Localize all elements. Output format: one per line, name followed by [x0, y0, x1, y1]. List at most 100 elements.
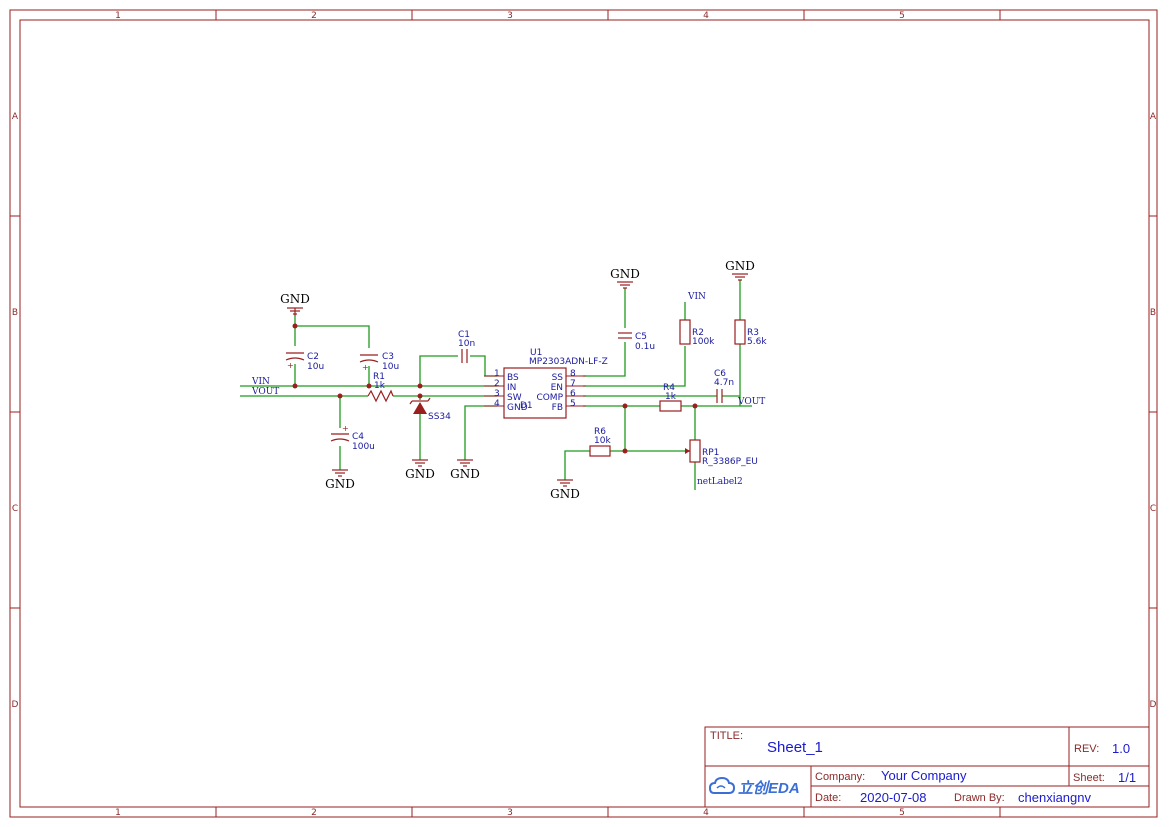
capacitor-c4: +: [330, 424, 350, 442]
gnd-symbol-u1: [457, 459, 473, 467]
diode-d1: [409, 397, 431, 414]
svg-text:+: +: [287, 361, 294, 370]
c6-value: 4.7n: [714, 378, 734, 388]
sheet-title: Sheet_1: [767, 739, 823, 756]
gnd-label-r6: GND: [550, 487, 580, 501]
resistor-r4: [659, 400, 682, 412]
rp1-ref: RP1: [702, 448, 719, 458]
zone-col-2-top: 2: [311, 11, 317, 21]
u1-pin4-num: 4: [494, 399, 500, 409]
outer-border: [9, 9, 1158, 818]
sheet-value: 1/1: [1118, 770, 1136, 785]
r4-value: 1k: [665, 392, 677, 402]
gnd-label-c4: GND: [325, 477, 355, 491]
ic-u1: [484, 367, 586, 419]
drawn-by-key: Drawn By:: [954, 792, 1005, 804]
r1-value: 1k: [374, 381, 386, 391]
zone-row-b-right: B: [1150, 308, 1156, 318]
zone-row-c-right: C: [1150, 504, 1156, 514]
net-label-vout-right: VOUT: [737, 397, 765, 407]
u1-pin4-name: GND: [507, 403, 528, 413]
title-block: [704, 726, 1150, 808]
title-key: TITLE:: [710, 730, 743, 742]
svg-text:+: +: [342, 424, 349, 433]
zone-row-a-left: A: [12, 112, 19, 122]
capacitor-c1: [461, 349, 468, 363]
company-value: Your Company: [881, 768, 967, 783]
net-label-vin-r2: VIN: [687, 292, 706, 302]
zone-col-2-bottom: 2: [311, 808, 317, 818]
u1-pin5-name: FB: [552, 403, 563, 413]
junctions: [292, 323, 698, 454]
r3-ref: R3: [747, 328, 759, 338]
zone-col-5-top: 5: [899, 11, 905, 21]
date-key: Date:: [815, 792, 841, 804]
gnd-symbol-c5: [617, 281, 633, 289]
gnd-symbol-c4: [332, 469, 348, 477]
c5-value: 0.1u: [635, 342, 655, 352]
gnd-label-c5: GND: [610, 267, 640, 281]
u1-value: MP2303ADN-LF-Z: [529, 357, 608, 367]
sheet-key: Sheet:: [1073, 772, 1105, 784]
c3-ref: C3: [382, 352, 394, 362]
gnd-label-u1: GND: [450, 467, 480, 481]
u1-pin6-num: 6: [570, 389, 576, 399]
gnd-label-c2: GND: [280, 292, 310, 306]
gnd-symbol-r3: [732, 273, 748, 281]
zone-col-4-top: 4: [703, 11, 709, 21]
zone-row-a-right: A: [1150, 112, 1157, 122]
c4-ref: C4: [352, 432, 364, 442]
gnd-symbol-c2: [287, 307, 303, 316]
u1-pin5-num: 5: [570, 399, 576, 409]
gnd-label-d1: GND: [405, 467, 435, 481]
u1-pin7-num: 7: [570, 379, 576, 389]
zone-row-d-left: D: [12, 700, 19, 710]
company-key: Company:: [815, 771, 865, 783]
rev-value: 1.0: [1112, 741, 1130, 756]
c5-ref: C5: [635, 332, 647, 342]
u1-pin8-name: SS: [552, 373, 564, 383]
resistor-r6: [589, 445, 611, 457]
rev-key: REV:: [1074, 743, 1099, 755]
zone-col-1-top: 1: [115, 11, 121, 21]
r2-value: 100k: [692, 337, 715, 347]
rp1-value: R_3386P_EU: [702, 457, 758, 467]
zone-row-c-left: C: [12, 504, 18, 514]
zone-row-b-left: B: [12, 308, 18, 318]
u1-ref: U1: [530, 348, 542, 358]
r6-value: 10k: [594, 436, 611, 446]
c3-value: 10u: [382, 362, 399, 372]
u1-pin2-num: 2: [494, 379, 500, 389]
u1-pin8-num: 8: [570, 369, 576, 379]
capacitor-c6: [716, 389, 723, 403]
capacitor-c3: +: [359, 354, 379, 372]
net-label-vin-left: VIN: [251, 377, 270, 387]
u1-pin3-name: SW: [507, 393, 522, 403]
date-value: 2020-07-08: [860, 790, 927, 805]
inner-border: [19, 19, 1150, 808]
zone-col-3-top: 3: [507, 11, 513, 21]
r6-ref: R6: [594, 427, 606, 437]
r3-value: 5.6k: [747, 337, 767, 347]
d1-ref: D1: [520, 401, 533, 411]
c4-value: 100u: [352, 442, 375, 452]
r2-ref: R2: [692, 328, 704, 338]
c1-value: 10n: [458, 339, 475, 349]
resistor-r3: [734, 319, 746, 345]
r4-ref: R4: [663, 383, 675, 393]
c2-ref: C2: [307, 352, 319, 362]
gnd-label-r3: GND: [725, 259, 755, 273]
logo-text: 立创EDA: [738, 779, 800, 797]
c6-ref: C6: [714, 369, 726, 379]
u1-pin1-num: 1: [494, 369, 500, 379]
d1-value: SS34: [428, 412, 451, 422]
resistor-r2: [679, 319, 691, 345]
u1-pin7-name: EN: [551, 383, 563, 393]
zone-col-5-bottom: 5: [899, 808, 905, 818]
u1-pin3-num: 3: [494, 389, 500, 399]
capacitor-c5: [618, 332, 632, 339]
zone-dividers: [10, 10, 1157, 817]
capacitor-c2: +: [285, 352, 305, 370]
resistor-r1: [367, 389, 394, 403]
